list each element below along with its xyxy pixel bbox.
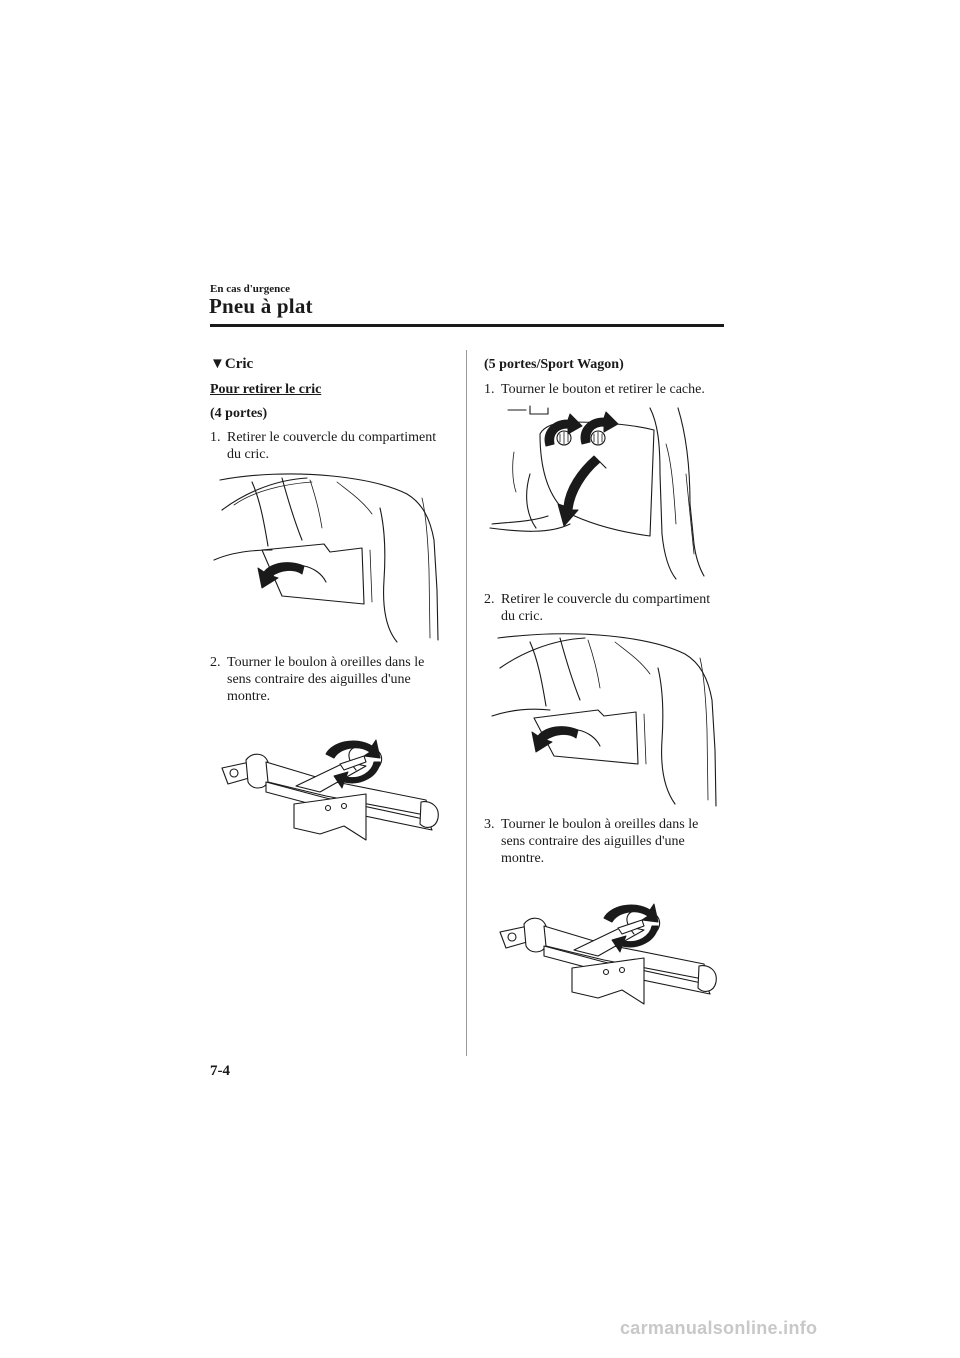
step-line: du cric. [227,447,269,462]
step-text: Tourner le boulon à oreilles dans le sen… [227,654,424,705]
step-number: 2. [484,592,495,607]
step-number: 3. [484,817,495,832]
left-step-1: 1. Retirer le couvercle du compartiment … [210,429,460,469]
left-step-2: 2. Tourner le boulon à oreilles dans le … [210,654,460,710]
group-label-4-doors: (4 portes) [210,406,268,421]
step-line: Tourner le boulon à oreilles dans le [227,655,425,670]
page-title: Pneu à plat [209,294,313,318]
step-line: sens contraire des aiguilles d'une [501,834,685,849]
illustration-knob-cover [489,405,705,580]
illustration-4door-cover [213,473,439,643]
column-divider [466,350,467,1056]
section-heading: ▼Cric [210,356,253,373]
illustration-jack-right [499,903,717,1005]
right-step-2: 2. Retirer le couvercle du compartiment … [484,591,734,631]
step-line: sens contraire des aiguilles d'une [227,672,411,687]
step-line: Tourner le bouton et retirer le cache. [501,382,705,397]
subheading-remove-jack: Pour retirer le cric [210,382,322,397]
step-number: 1. [484,382,495,397]
step-line: Retirer le couvercle du compartiment [227,430,437,445]
step-text: Tourner le bouton et retirer le cache. [501,381,705,398]
step-line: Tourner le boulon à oreilles dans le [501,817,699,832]
step-line: du cric. [501,609,543,624]
step-line: montre. [501,851,545,866]
step-number: 2. [210,655,221,670]
step-text: Retirer le couvercle du compartiment du … [227,429,436,463]
illustration-jack-left [221,739,439,841]
step-text: Retirer le couvercle du compartiment du … [501,591,710,625]
step-number: 1. [210,430,221,445]
right-step-1: 1. Tourner le bouton et retirer le cache… [484,381,734,401]
chapter-label: En cas d'urgence [210,283,291,295]
header-rule [210,324,724,327]
illustration-5door-cover [491,633,717,807]
watermark: carmanualsonline.info [620,1318,818,1338]
right-step-3: 3. Tourner le boulon à oreilles dans le … [484,816,734,872]
step-line: Retirer le couvercle du compartiment [501,592,711,607]
section-title: Cric [224,356,254,372]
step-line: montre. [227,689,271,704]
page-number: 7-4 [210,1063,230,1079]
step-text: Tourner le boulon à oreilles dans le sen… [501,816,698,867]
triangle-icon: ▼ [210,356,225,372]
group-label-5-doors: (5 portes/Sport Wagon) [484,357,624,372]
